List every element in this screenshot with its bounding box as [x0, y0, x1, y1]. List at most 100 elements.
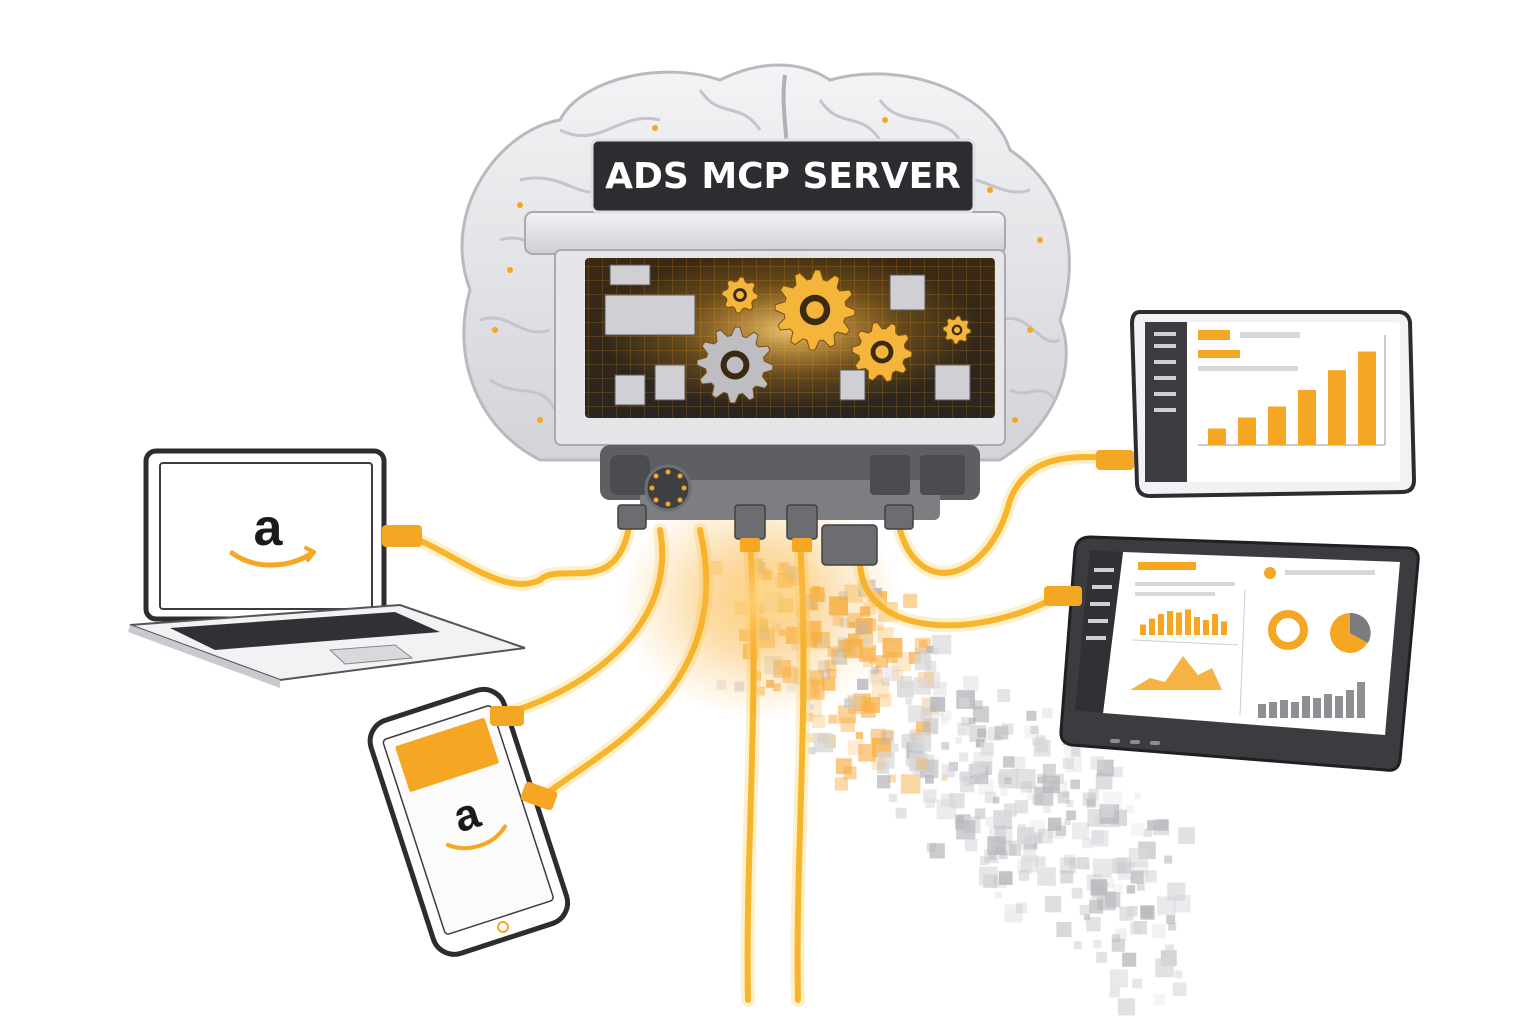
pixel [881, 677, 890, 686]
pixel [1132, 978, 1142, 989]
area-chart-icon [1130, 656, 1222, 690]
pixel [1026, 710, 1037, 721]
pixel [1127, 905, 1138, 917]
pixel [995, 891, 1002, 899]
gear-icon [696, 269, 972, 404]
pixel [1130, 870, 1144, 884]
gear-icon [696, 326, 774, 404]
cable-connector-icon [1044, 586, 1082, 606]
chart-bar [1167, 611, 1173, 635]
smartphone-device: a [367, 686, 571, 957]
gear-icon [774, 269, 856, 351]
pixel [1018, 870, 1030, 881]
pixel [1117, 998, 1136, 1016]
pixel [1153, 993, 1166, 1006]
chart-bar [1268, 406, 1286, 445]
pixel [1109, 969, 1128, 988]
pixel [1167, 882, 1186, 901]
pixel [975, 738, 985, 748]
pixel [1056, 922, 1072, 938]
chart-bar [1176, 612, 1182, 635]
pixel [1048, 817, 1062, 831]
pixel [922, 718, 939, 735]
pixel [871, 681, 889, 699]
laptop-device [128, 448, 526, 688]
pixel [1044, 895, 1062, 913]
pixel [1015, 902, 1027, 914]
cable-connector-icon [490, 706, 524, 726]
pixel [929, 843, 945, 859]
pixel [886, 651, 898, 664]
pixel [1090, 830, 1104, 844]
pixel [925, 774, 934, 784]
pixel [844, 698, 854, 708]
pixel [1112, 883, 1124, 895]
tablet-bar-chart-dashboard [1129, 310, 1417, 499]
pixel [1064, 818, 1071, 826]
pixel [978, 779, 994, 795]
pixel [1168, 922, 1177, 931]
pixel [892, 652, 912, 672]
pixel [968, 763, 980, 775]
pixel [1073, 941, 1082, 950]
pixel [1100, 804, 1114, 818]
svg-text:a: a [254, 499, 284, 557]
pixel [1003, 803, 1017, 817]
pixel [905, 697, 913, 705]
pixel [993, 875, 1007, 889]
pixel [1088, 788, 1100, 800]
pixel [1042, 775, 1060, 793]
pixel [972, 706, 989, 723]
pixel [973, 700, 983, 710]
pixel [959, 771, 969, 782]
pixel [1016, 827, 1035, 845]
pixel [1095, 772, 1113, 790]
pixel [1066, 800, 1074, 808]
chart-bar [1328, 370, 1346, 445]
pixel [1151, 924, 1166, 939]
pixel [955, 737, 962, 744]
pixel [1147, 820, 1158, 831]
pixel [919, 639, 928, 648]
pixel [1012, 756, 1026, 770]
pixel [926, 842, 936, 853]
pixel [994, 825, 1006, 836]
pixel [847, 740, 863, 755]
pixel [1042, 707, 1053, 719]
pixel [931, 634, 952, 655]
pixel [984, 791, 997, 803]
pixel [1031, 832, 1043, 844]
pixel [1083, 863, 1090, 870]
pixel [1090, 799, 1100, 808]
bar-chart-icon [1140, 609, 1227, 635]
pixel [1004, 777, 1012, 785]
pixel [1092, 830, 1109, 847]
pixel [1083, 914, 1091, 921]
pixel [908, 732, 927, 750]
pixel [959, 697, 970, 708]
pixel [1060, 857, 1077, 874]
pixel [871, 757, 885, 771]
pixel [860, 702, 876, 718]
pixel [985, 816, 995, 826]
pixel [1037, 776, 1044, 784]
bar-chart-icon [1208, 351, 1376, 445]
pixel [813, 732, 834, 753]
pixel [1112, 766, 1123, 778]
pixel [871, 666, 879, 675]
chart-bar [1140, 624, 1146, 635]
pixel [977, 728, 987, 738]
pixel [913, 677, 931, 695]
chart-bar [1291, 702, 1299, 718]
pixel [1069, 857, 1081, 869]
pixel [942, 711, 952, 721]
pixel [857, 678, 869, 690]
pixel [900, 774, 921, 794]
pixel [891, 669, 904, 682]
pixel [837, 705, 857, 724]
brain-server-icon [460, 63, 1071, 566]
pixel [828, 714, 838, 724]
pixel [980, 856, 989, 866]
pixel [1133, 921, 1147, 935]
chart-bar [1203, 620, 1209, 635]
